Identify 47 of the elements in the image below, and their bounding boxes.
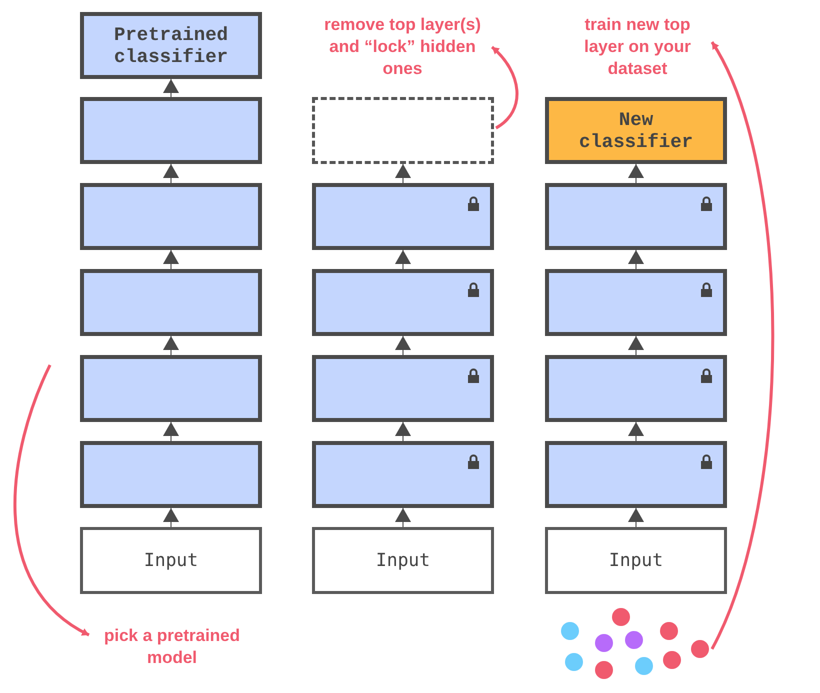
layer-box (312, 441, 494, 508)
layer-box (80, 183, 262, 250)
arrow (628, 422, 644, 442)
arrow (163, 508, 179, 528)
arrow (395, 422, 411, 442)
input-box (312, 527, 494, 594)
layer-box (80, 441, 262, 508)
arrow (628, 164, 644, 184)
removed-layer-box (312, 97, 494, 164)
arrow (628, 508, 644, 528)
arrow (163, 422, 179, 442)
curved-arrow (14, 364, 90, 636)
input-label: Input (376, 550, 430, 571)
input-label: Input (608, 550, 664, 571)
arrow (163, 164, 179, 184)
curved-arrow (490, 46, 518, 130)
arrow (628, 250, 644, 270)
layer-box (312, 269, 494, 336)
layer-label: New classifier (578, 108, 694, 152)
input-box (80, 527, 262, 594)
input-label: Input (144, 550, 198, 571)
curved-arrow (710, 41, 774, 650)
layer-box (80, 355, 262, 422)
layer-box (545, 355, 727, 422)
annotation-text: pick a pretrained model (92, 624, 252, 670)
layer-box (545, 441, 727, 508)
arrow (395, 336, 411, 356)
layer-box (80, 269, 262, 336)
layer-box (312, 183, 494, 250)
arrow (163, 78, 179, 98)
arrow (163, 336, 179, 356)
classifier-box (80, 12, 262, 79)
input-box (545, 527, 727, 594)
annotation-text: train new top layer on your dataset (565, 12, 710, 82)
layer-box (545, 183, 727, 250)
layer-box (545, 269, 727, 336)
arrow (163, 250, 179, 270)
layer-box (312, 355, 494, 422)
arrow (395, 164, 411, 184)
data-points-drawing (561, 608, 709, 679)
annotation-text: remove top layer(s) and “lock” hidden ones (315, 12, 490, 82)
layer-label: Pretrained classifier (112, 24, 230, 68)
arrow (395, 250, 411, 270)
layer-box (80, 97, 262, 164)
arrow (395, 508, 411, 528)
classifier-box (545, 97, 727, 164)
arrow (628, 336, 644, 356)
